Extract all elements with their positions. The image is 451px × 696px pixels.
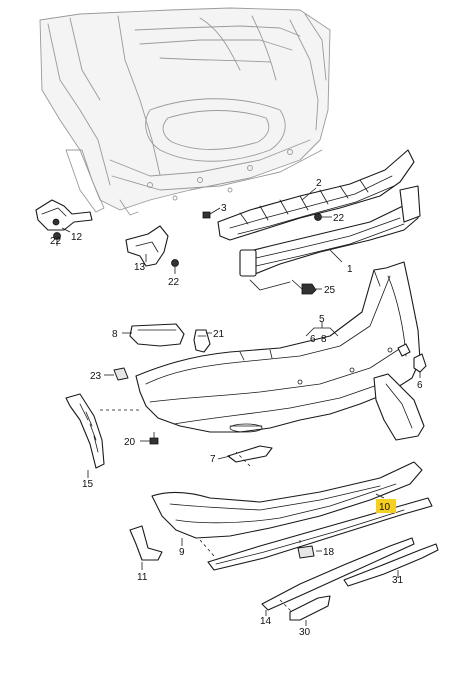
part-1-bumper-carrier (239, 185, 421, 291)
callout-31: 31 (392, 575, 404, 586)
callout-11: 11 (137, 572, 148, 583)
part-15-side-guide (65, 393, 105, 469)
callout-3: 3 (221, 203, 227, 214)
callout-8-left: 8 (112, 329, 118, 340)
callout-25: 25 (324, 285, 336, 296)
part-21-clip (193, 329, 211, 353)
callout-12: 12 (71, 232, 83, 243)
callout-6-upper: 6 (310, 334, 316, 345)
callout-10: 10 (379, 502, 391, 513)
part-6-marker (413, 353, 427, 373)
part-23-nut (113, 367, 129, 381)
part-18-clip (297, 545, 315, 559)
callout-15: 15 (82, 479, 94, 490)
part-20-screw (149, 432, 159, 445)
callout-14: 14 (260, 616, 272, 627)
part-11-bracket (129, 525, 163, 561)
callout-13: 13 (134, 262, 146, 273)
callout-2: 2 (316, 178, 322, 189)
callout-10-highlight (376, 499, 396, 513)
callout-6-right: 6 (417, 380, 423, 391)
part-30-reflector (289, 595, 331, 621)
callout-18: 18 (323, 547, 335, 558)
callout-8-upper: 8 (321, 334, 327, 345)
callout-23: 23 (90, 371, 102, 382)
part-7-insert (227, 445, 273, 463)
vehicle-rear-body (39, 7, 331, 216)
callout-22-right: 22 (333, 213, 345, 224)
callout-9: 9 (179, 547, 185, 558)
part-10-trim-strip (207, 497, 433, 571)
part-14-chrome-strip (261, 537, 415, 611)
part-10-inner-bracket (373, 373, 425, 441)
callout-1: 1 (347, 264, 353, 275)
bumper-cover (135, 261, 421, 433)
hardware-fasteners (53, 211, 322, 295)
callout-22-left: 22 (50, 236, 62, 247)
part-2-upper-carrier (217, 149, 415, 241)
callout-30: 30 (299, 627, 311, 638)
callout-7: 7 (210, 454, 216, 465)
callout-22-lower: 22 (168, 277, 180, 288)
part-8-cover (129, 323, 185, 347)
part-9-diffuser (151, 461, 423, 539)
part-31-trim-strip (343, 543, 439, 587)
part-13-bracket (125, 225, 179, 267)
part-12-bracket (35, 199, 93, 231)
callout-21: 21 (213, 329, 225, 340)
callout-20: 20 (124, 437, 136, 448)
callout-labels: 1 2 3 5 6 6 7 8 8 9 10 11 12 13 14 15 18… (50, 178, 423, 638)
callout-5: 5 (319, 314, 325, 325)
leader-lines (56, 187, 421, 626)
